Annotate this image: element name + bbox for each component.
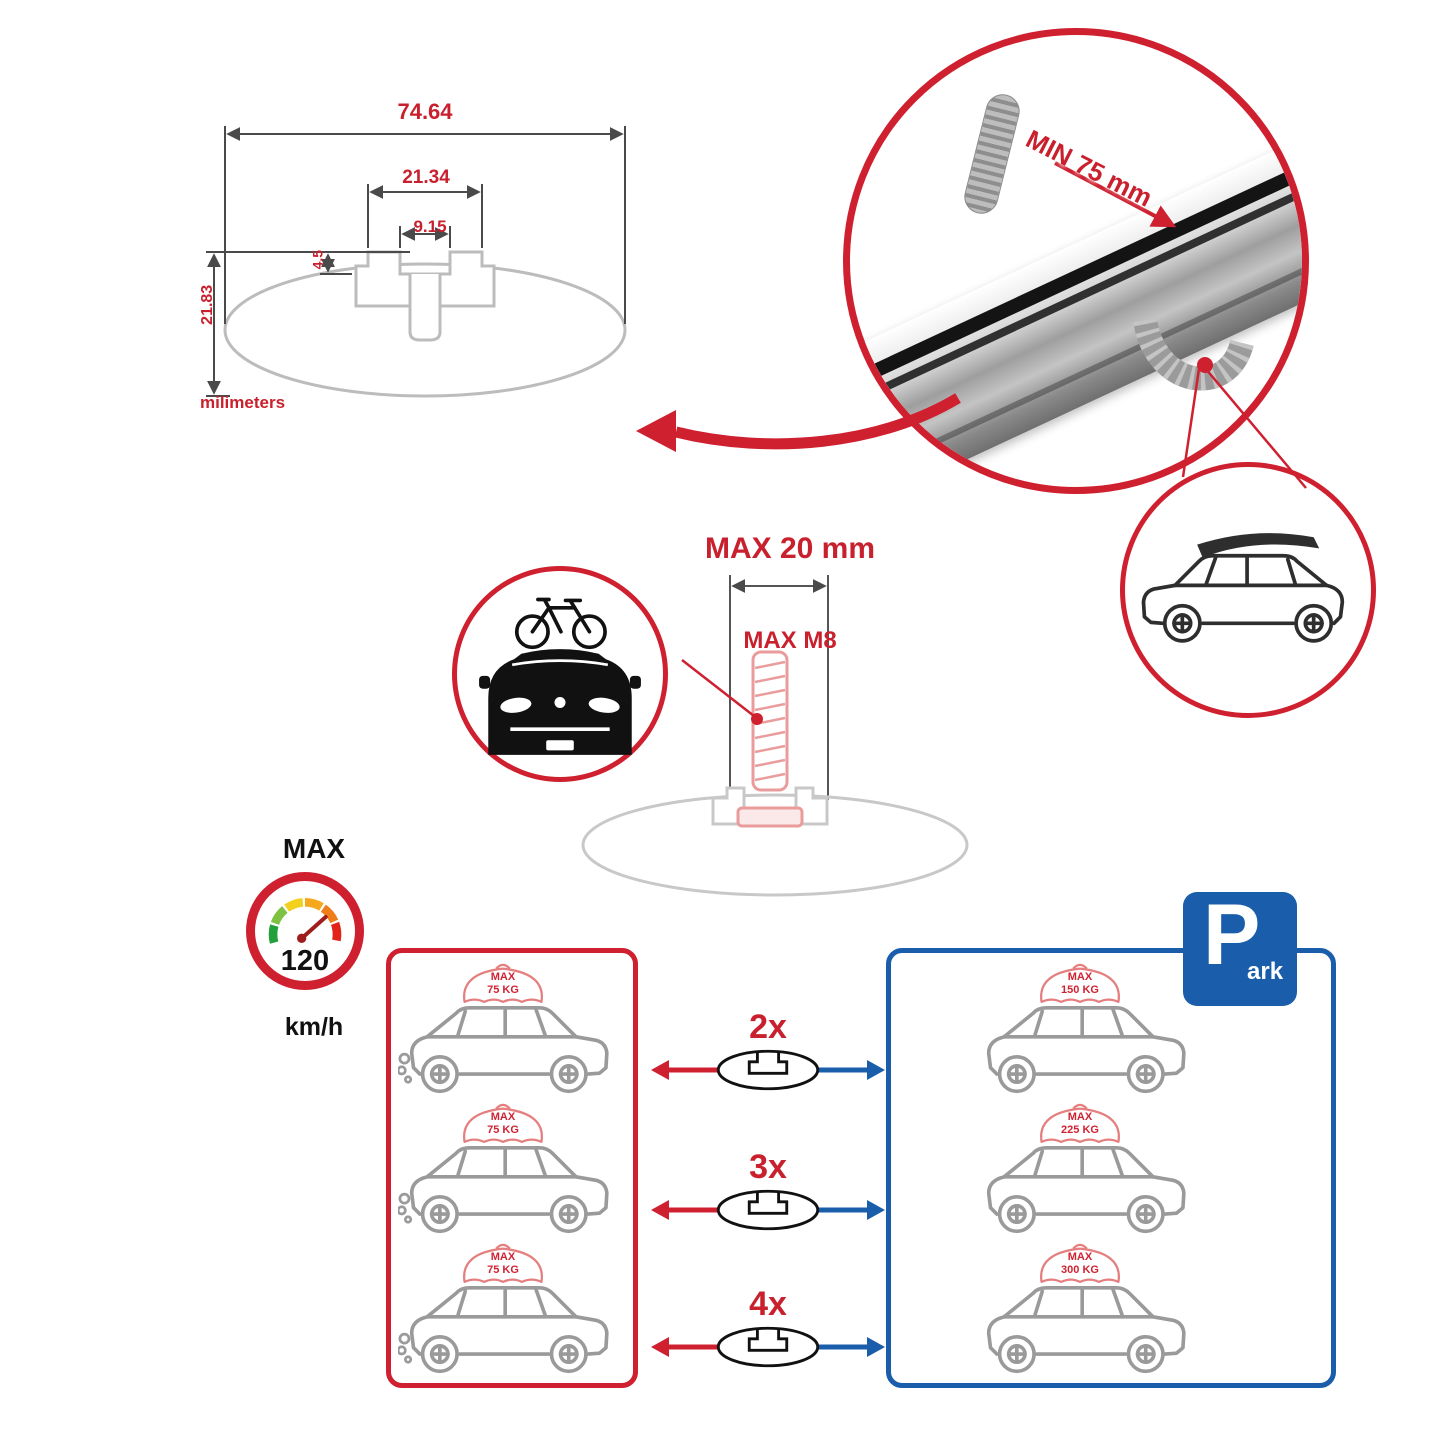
bolt-fitting-diagram bbox=[581, 575, 969, 897]
dim-channel-width-label: 21.34 bbox=[402, 167, 450, 188]
crossbar-profile-icon bbox=[716, 1049, 820, 1091]
exhaust-puffs-icon bbox=[398, 1332, 413, 1364]
suv-side-illustration bbox=[398, 1266, 616, 1384]
park-sign: P ark bbox=[1183, 887, 1297, 1006]
park-sign-suffix: ark bbox=[1247, 958, 1284, 985]
suv-with-roofbox-illustration bbox=[1141, 533, 1345, 643]
crossbar-profile-icon bbox=[716, 1189, 820, 1231]
dim-lip-height-label: 4.5 bbox=[309, 249, 326, 270]
roof-cargo-bag: MAX 150 KG bbox=[1031, 958, 1129, 1008]
roof-cargo-bag: MAX 75 KG bbox=[454, 1098, 552, 1148]
max-thread-label: MAX M8 bbox=[743, 627, 837, 654]
suv-side-illustration bbox=[398, 1126, 616, 1244]
max-bolt-length-label: MAX 20 mm bbox=[704, 532, 876, 565]
multiplier-label: 2x bbox=[749, 1008, 787, 1046]
park-sign-letter: P bbox=[1203, 887, 1261, 983]
car-front-with-bike-illustration bbox=[479, 597, 641, 755]
clamp-hook-overlay bbox=[1054, 161, 1254, 391]
parked-car-2: MAX 225 KG bbox=[975, 1098, 1211, 1244]
driving-car-1: MAX 75 KG bbox=[398, 958, 634, 1104]
cargo-max-label: MAX bbox=[1067, 971, 1093, 983]
speed-max-label: MAX bbox=[282, 833, 346, 864]
dim-total-width-label: 74.64 bbox=[397, 99, 453, 124]
crossbar-count-arrow bbox=[651, 1326, 885, 1368]
driving-car-2: MAX 75 KG bbox=[398, 1098, 634, 1244]
parked-capacity-box bbox=[886, 948, 1336, 1388]
bolt-callout-dot bbox=[751, 713, 763, 725]
cargo-weight: 300 KG bbox=[1061, 1263, 1099, 1276]
suv-side-illustration bbox=[398, 986, 616, 1104]
dim-slot-width-label: 9.15 bbox=[413, 217, 447, 236]
speedometer-icon bbox=[268, 898, 342, 944]
right-arrowhead-icon bbox=[867, 1200, 885, 1220]
speed-unit-label: km/h bbox=[284, 1013, 344, 1041]
right-arrowhead-icon bbox=[867, 1337, 885, 1357]
cargo-weight: 150 KG bbox=[1061, 983, 1099, 996]
driving-car-3: MAX 75 KG bbox=[398, 1238, 634, 1384]
gauge-needle bbox=[299, 915, 328, 941]
cargo-max-label: MAX bbox=[1067, 1111, 1093, 1123]
cargo-weight: 75 KG bbox=[487, 1123, 519, 1136]
cargo-max-label: MAX bbox=[1067, 1251, 1093, 1263]
roof-cargo-bag: MAX 75 KG bbox=[454, 1238, 552, 1288]
bicycle-icon bbox=[514, 597, 607, 650]
roofbox-icon bbox=[1197, 533, 1320, 558]
parked-car-3: MAX 300 KG bbox=[975, 1238, 1211, 1384]
crossbar-closeup-circle: MIN 75 mm bbox=[843, 28, 1309, 494]
exhaust-puffs-icon bbox=[398, 1192, 413, 1224]
multiplier-row-4x: 4x bbox=[648, 1285, 888, 1377]
cargo-max-label: MAX bbox=[490, 971, 516, 983]
clamp-callout-dot bbox=[1197, 357, 1213, 373]
speed-value: 120 bbox=[280, 945, 330, 977]
crossbar-profile-icon bbox=[716, 1326, 820, 1368]
left-arrowhead-icon bbox=[651, 1337, 669, 1357]
crossbar-count-arrow bbox=[651, 1049, 885, 1091]
dim-unit-label: milimeters bbox=[200, 393, 286, 412]
min-clamp-arrow bbox=[1054, 161, 1177, 228]
multiplier-label: 4x bbox=[749, 1285, 787, 1323]
dim-total-height-label: 21.83 bbox=[199, 284, 217, 325]
exhaust-puffs-icon bbox=[398, 1052, 413, 1084]
t-nut-icon bbox=[736, 806, 804, 828]
crossbar-count-arrow bbox=[651, 1189, 885, 1231]
left-arrowhead-icon bbox=[651, 1060, 669, 1080]
multiplier-row-2x: 2x bbox=[648, 1008, 888, 1100]
car-roofbox-circle bbox=[1120, 462, 1376, 718]
multiplier-label: 3x bbox=[749, 1148, 787, 1186]
roof-cargo-bag: MAX 75 KG bbox=[454, 958, 552, 1008]
cargo-weight: 75 KG bbox=[487, 1263, 519, 1276]
right-arrowhead-icon bbox=[867, 1060, 885, 1080]
crossbar-cross-section-diagram bbox=[206, 126, 627, 398]
roof-cargo-bag: MAX 300 KG bbox=[1031, 1238, 1129, 1288]
multiplier-row-3x: 3x bbox=[648, 1148, 888, 1240]
cargo-weight: 225 KG bbox=[1061, 1123, 1099, 1136]
left-arrowhead-icon bbox=[651, 1200, 669, 1220]
cargo-weight: 75 KG bbox=[487, 983, 519, 996]
cargo-max-label: MAX bbox=[490, 1111, 516, 1123]
parked-car-1: MAX 150 KG bbox=[975, 958, 1211, 1104]
speed-gauge: 120 bbox=[246, 872, 364, 990]
car-with-bike-circle bbox=[452, 566, 668, 782]
cargo-max-label: MAX bbox=[490, 1251, 516, 1263]
roof-cargo-bag: MAX 225 KG bbox=[1031, 1098, 1129, 1148]
